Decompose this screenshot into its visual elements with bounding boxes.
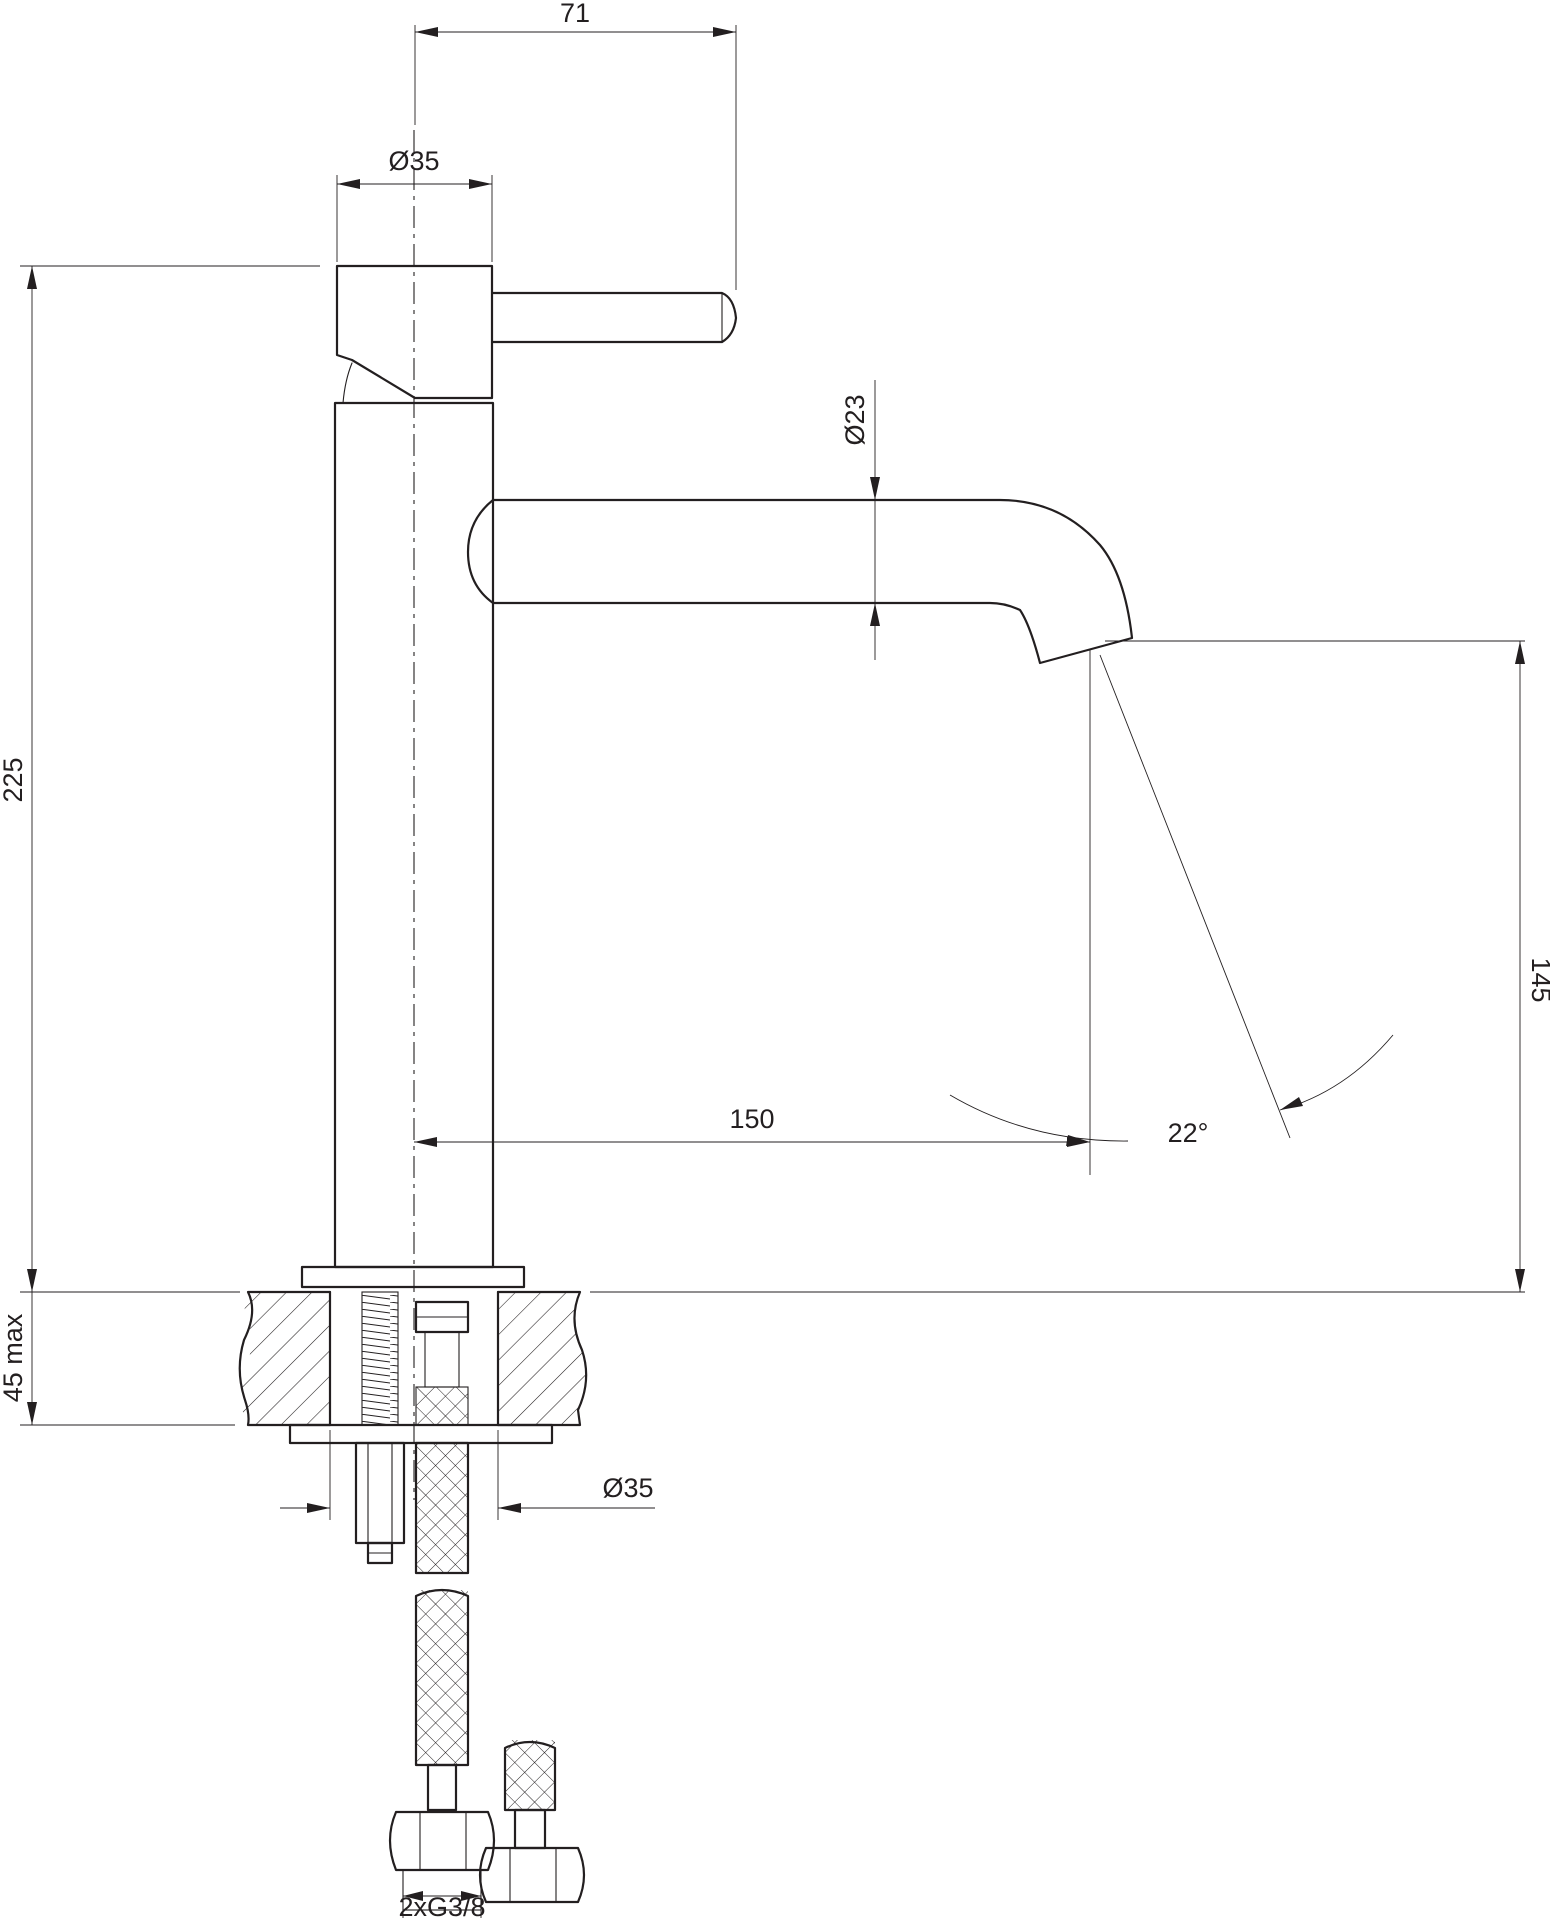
body-diameter-label: Ø35 (388, 146, 439, 176)
spout-diameter-label: Ø23 (840, 394, 870, 445)
spout-angle-label: 22° (1168, 1118, 1209, 1148)
underside-connections (354, 1441, 586, 1911)
deck-thickness-label: 45 max (0, 1313, 28, 1402)
spout-reach-label: 150 (729, 1104, 774, 1134)
faucet-body (300, 264, 1134, 1289)
spout-height-label: 145 (1526, 957, 1550, 1002)
connection-thread-label: 2xG3/8 (398, 1892, 485, 1918)
dimension-lines (20, 25, 1525, 1918)
hole-diameter-label: Ø35 (602, 1473, 653, 1503)
total-height-label: 225 (0, 757, 28, 802)
countertop-section (238, 1290, 588, 1445)
handle-reach-label: 71 (560, 0, 590, 28)
